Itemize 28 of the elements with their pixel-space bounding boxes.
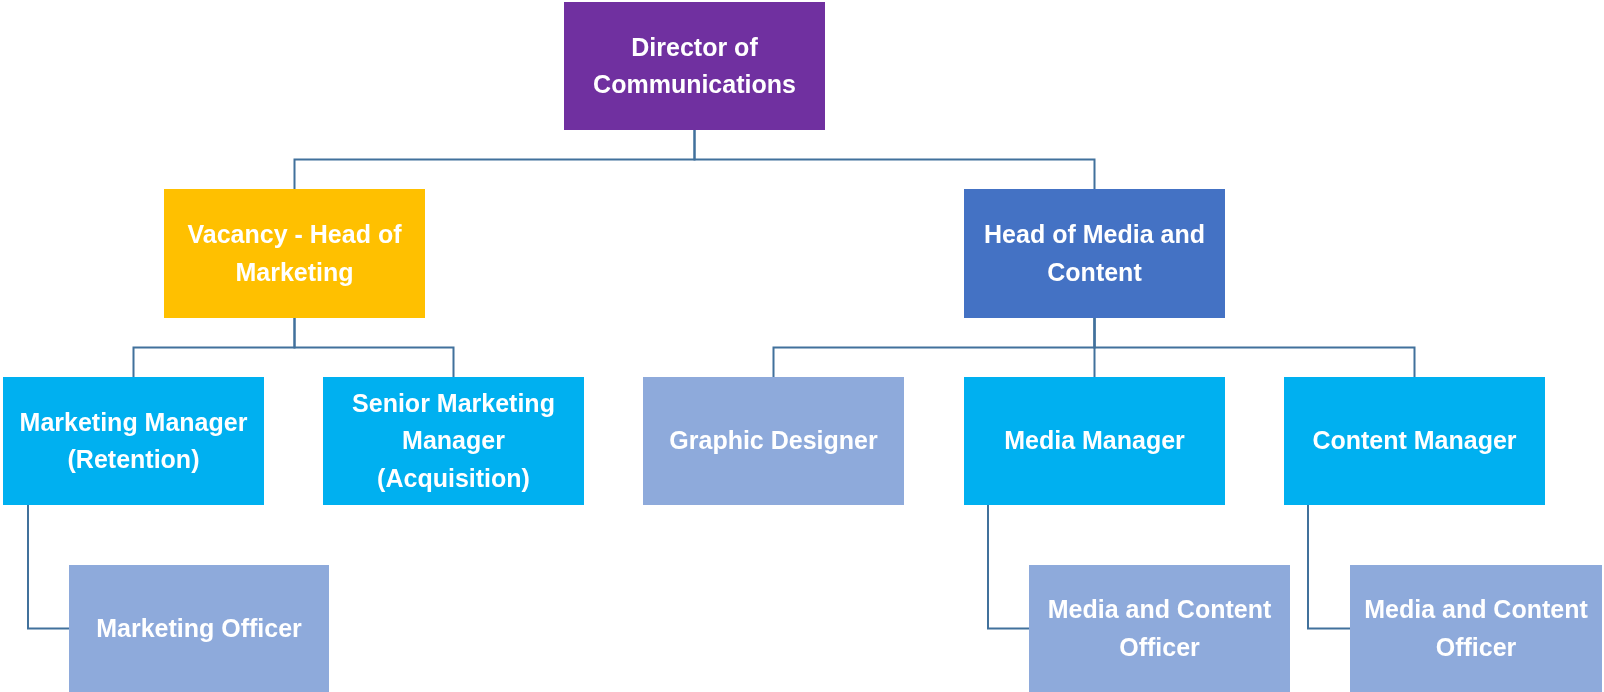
- role-title: Director of Communications: [592, 31, 797, 100]
- connector-line: [693, 129, 1096, 190]
- role-title: Head of Media and Content: [983, 219, 1206, 288]
- role-title: Senior Marketing Manager (Acquisition): [351, 387, 556, 494]
- role-box: [164, 189, 425, 318]
- connector-line: [987, 504, 1030, 630]
- role-title: Media and Content Officer: [1046, 594, 1273, 663]
- role-box: [564, 2, 825, 130]
- role-box: [69, 565, 329, 692]
- role-box: [323, 377, 584, 505]
- role-box: [643, 377, 904, 505]
- connector-line: [293, 317, 455, 378]
- role-title: Content Manager: [1312, 425, 1517, 457]
- role-box: [964, 189, 1225, 318]
- role-title: Vacancy - Head of Marketing: [186, 219, 403, 288]
- role-box: [964, 377, 1225, 505]
- role-title: Graphic Designer: [669, 425, 878, 457]
- role-box: [1284, 377, 1545, 505]
- connector-line: [1307, 504, 1351, 630]
- connector-line: [1093, 317, 1416, 378]
- connector-line: [27, 504, 70, 630]
- role-box: [1350, 565, 1602, 692]
- role-title: Media and Content Officer: [1363, 594, 1589, 663]
- role-title: Marketing Manager (Retention): [18, 406, 249, 475]
- role-title: Media Manager: [1004, 425, 1185, 457]
- role-title: Marketing Officer: [96, 612, 302, 644]
- role-box: [1029, 565, 1290, 692]
- role-box: [3, 377, 264, 505]
